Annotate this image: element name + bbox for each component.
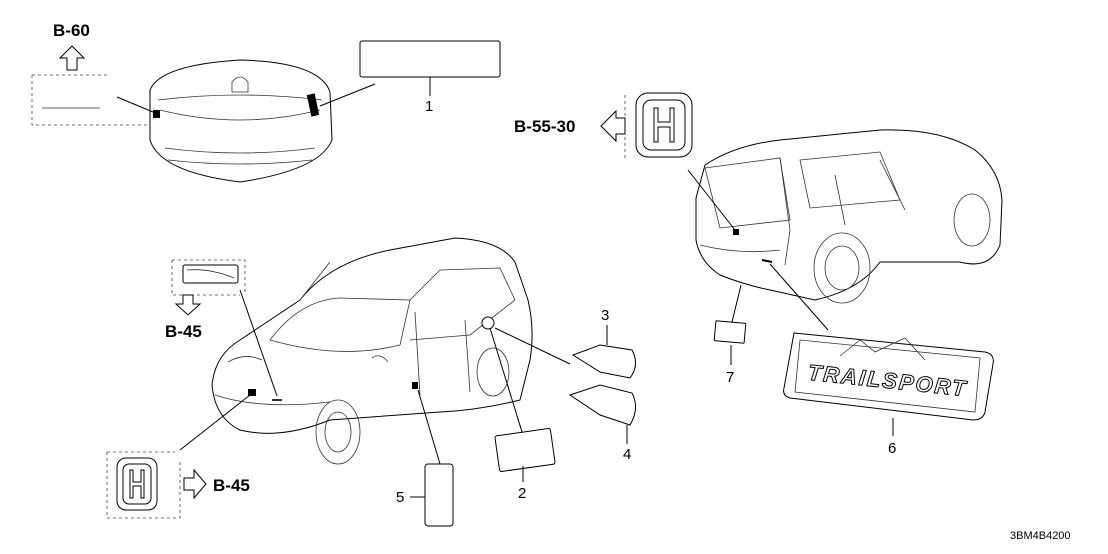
honda-emblem-rear [624, 92, 736, 231]
part-5-label [410, 389, 454, 527]
ref-b60: B-60 [53, 21, 90, 40]
honda-emblem-front [106, 394, 251, 519]
car-rear-view [695, 129, 1003, 304]
label-right-mark [306, 93, 320, 117]
label-left-mark [153, 110, 160, 118]
callout-6: 6 [888, 440, 896, 457]
trailsport-badge-small [171, 259, 278, 397]
arrow-left-icon [600, 109, 626, 143]
ref-b55-30: B-55-30 [514, 117, 575, 136]
part-1-label [319, 40, 501, 107]
drawing-code: 3BM4B4200 [1010, 530, 1071, 542]
arrow-right-icon [183, 468, 207, 500]
detail-frame-b60 [31, 74, 154, 126]
ref-b45-top: B-45 [165, 322, 202, 341]
part-4-label [568, 384, 636, 444]
ref-b45-bottom: B-45 [213, 476, 250, 495]
callout-2: 2 [518, 485, 526, 502]
callout-5: 5 [396, 489, 404, 506]
part-6-trailsport-emblem: TRAILSPORT [769, 263, 994, 436]
arrow-up-icon [58, 45, 86, 71]
arrow-down-icon [174, 294, 202, 316]
callout-4: 4 [623, 446, 631, 463]
callout-1: 1 [425, 98, 433, 115]
part-3-label [494, 325, 636, 379]
callout-3: 3 [601, 307, 609, 324]
callout-7: 7 [726, 369, 734, 386]
car-front-view [211, 237, 533, 465]
part-2-label [489, 327, 556, 482]
tailgate-inner-panel [149, 59, 333, 183]
part-7-label [713, 284, 747, 365]
